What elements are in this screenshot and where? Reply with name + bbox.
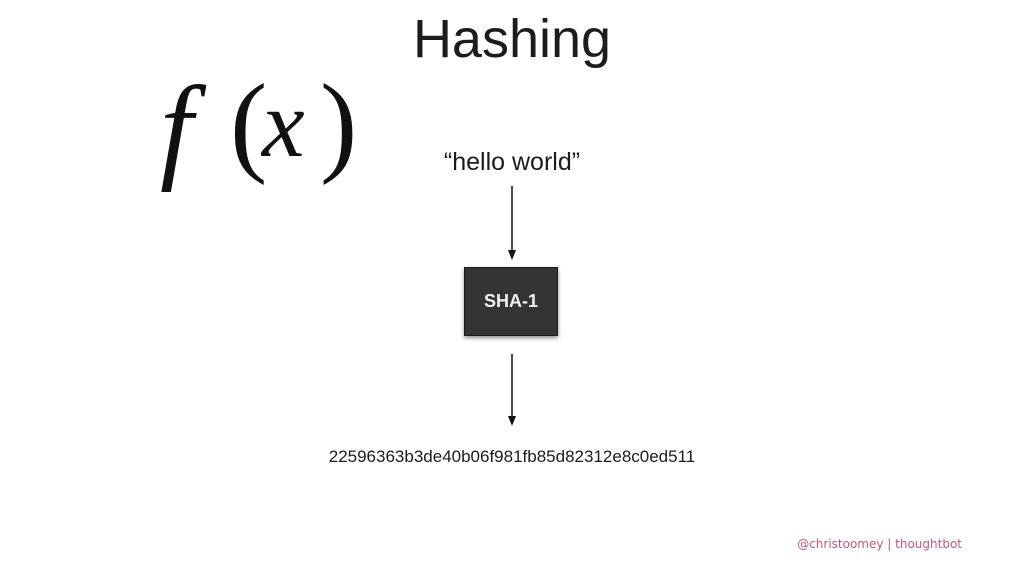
formula-close-paren: ) <box>320 62 358 186</box>
function-formula: f ( x ) <box>156 62 376 192</box>
slide-title: Hashing <box>412 9 612 69</box>
hash-output-text: 22596363b3de40b06f981fb85d82312e8c0ed511 <box>328 447 696 466</box>
hash-function-label: SHA-1 <box>483 291 538 311</box>
input-arrow <box>508 186 516 260</box>
hash-function-box: SHA-1 <box>464 267 558 336</box>
hash-input-text: “hello world” <box>443 148 581 176</box>
author-credit: @christoomey | thoughtbot <box>797 537 962 551</box>
formula-variable: x <box>262 70 305 177</box>
formula-open-paren: ( <box>230 62 268 186</box>
formula-function-symbol: f <box>160 62 193 193</box>
output-arrow <box>508 354 516 426</box>
